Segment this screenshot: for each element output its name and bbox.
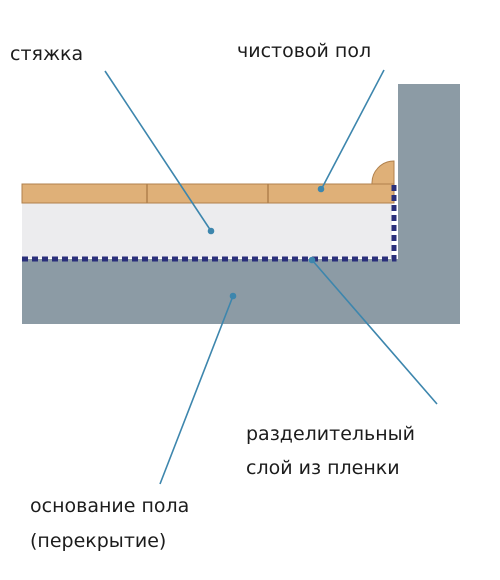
leader-dot bbox=[317, 185, 325, 193]
concrete-base-and-wall bbox=[22, 84, 460, 324]
label-base-line1: основание пола bbox=[30, 495, 189, 517]
finish-floor-boards bbox=[21, 183, 395, 204]
separation-film bbox=[22, 184, 397, 262]
label-separation-layer-line2: слой из пленки bbox=[246, 457, 400, 479]
leader-line-finish-floor bbox=[321, 69, 385, 189]
label-screed: стяжка bbox=[10, 43, 83, 65]
label-base-line2: (перекрытие) bbox=[30, 530, 166, 552]
leader-dot bbox=[229, 292, 237, 300]
leader-dot bbox=[207, 227, 215, 235]
leader-line-base bbox=[159, 295, 234, 485]
label-separation-layer-line1: разделительный bbox=[246, 423, 415, 445]
label-finish-floor: чистовой пол bbox=[237, 40, 371, 62]
screed-layer bbox=[22, 203, 392, 258]
leader-dot bbox=[308, 256, 316, 264]
leader-line-separation-layer bbox=[311, 259, 438, 405]
skirting-plinth bbox=[371, 160, 395, 185]
leader-line-screed bbox=[104, 70, 212, 232]
